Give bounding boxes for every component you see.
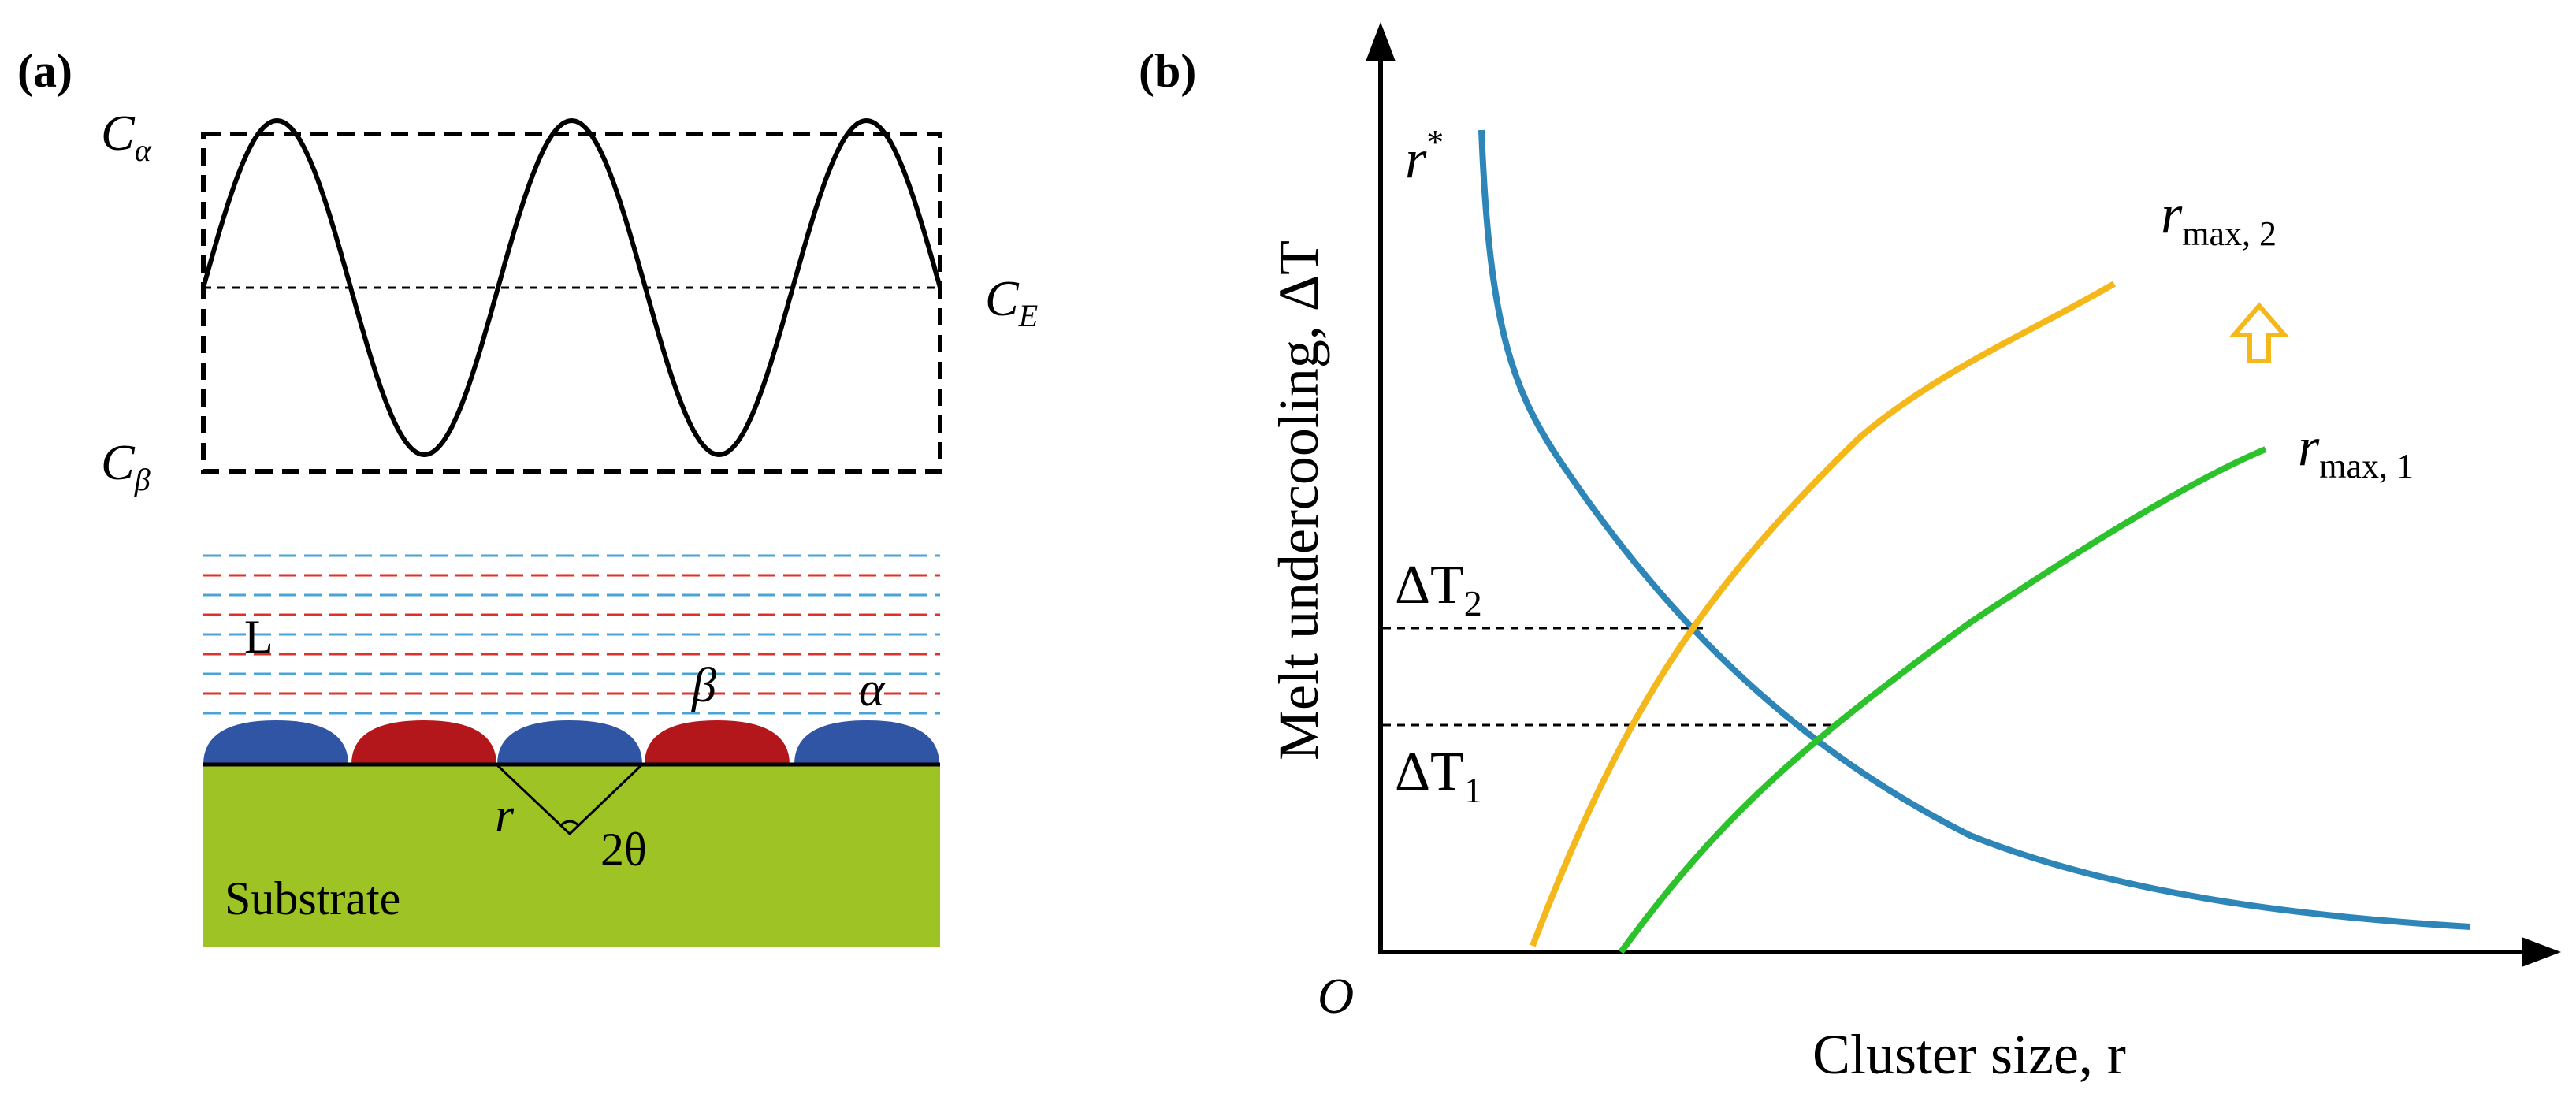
panel-a: (a) Cα Cβ CE L β α r 2θ Substrate [17, 45, 1038, 947]
max-radius-2-label: rmax, 2 [2161, 184, 2277, 253]
max-radius-1-label: rmax, 1 [2298, 417, 2414, 485]
c-beta-label: Cβ [101, 434, 151, 497]
alpha-nucleus [794, 720, 939, 764]
c-eutectic-label: CE [985, 270, 1038, 333]
panel-b-label: (b) [1139, 45, 1196, 97]
max-radius-2-curve [1530, 281, 2117, 947]
liquid-label: L [244, 611, 273, 663]
shift-up-arrow [2228, 302, 2290, 363]
y-axis-arrow [1366, 22, 1396, 61]
angle-label: 2θ [600, 824, 647, 876]
angle-arc [559, 820, 581, 828]
x-axis-arrow [2522, 937, 2561, 967]
alpha-phase-label: α [859, 663, 886, 716]
alpha-nucleus [497, 720, 642, 764]
composition-box [201, 132, 942, 474]
panel-a-label: (a) [17, 45, 72, 97]
critical-radius-curve [1478, 129, 2471, 930]
composition-wave [201, 117, 942, 458]
liquid-layer [203, 554, 940, 715]
beta-nucleus [645, 720, 790, 764]
substrate-label: Substrate [225, 872, 400, 924]
substrate [203, 766, 940, 947]
beta-phase-label: β [691, 659, 716, 712]
x-axis-label: Cluster size, r [1812, 1023, 2126, 1086]
dT2-label: ΔT2 [1395, 555, 1482, 623]
c-alpha-label: Cα [101, 105, 152, 168]
dT1-label: ΔT1 [1395, 742, 1482, 810]
beta-nucleus [351, 720, 496, 764]
radius-label: r [495, 789, 515, 842]
alpha-nucleus [203, 720, 348, 764]
critical-radius-label: r* [1405, 123, 1444, 190]
max-radius-1-curve [1618, 446, 2267, 954]
radius-lines [495, 763, 644, 836]
origin-label: O [1318, 968, 1354, 1024]
y-axis-label: Melt undercooling, ΔT [1267, 240, 1330, 761]
nuclei [203, 720, 939, 764]
panel-b: (b) Melt undercooling, ΔT Cluster size, … [1139, 22, 2561, 1086]
